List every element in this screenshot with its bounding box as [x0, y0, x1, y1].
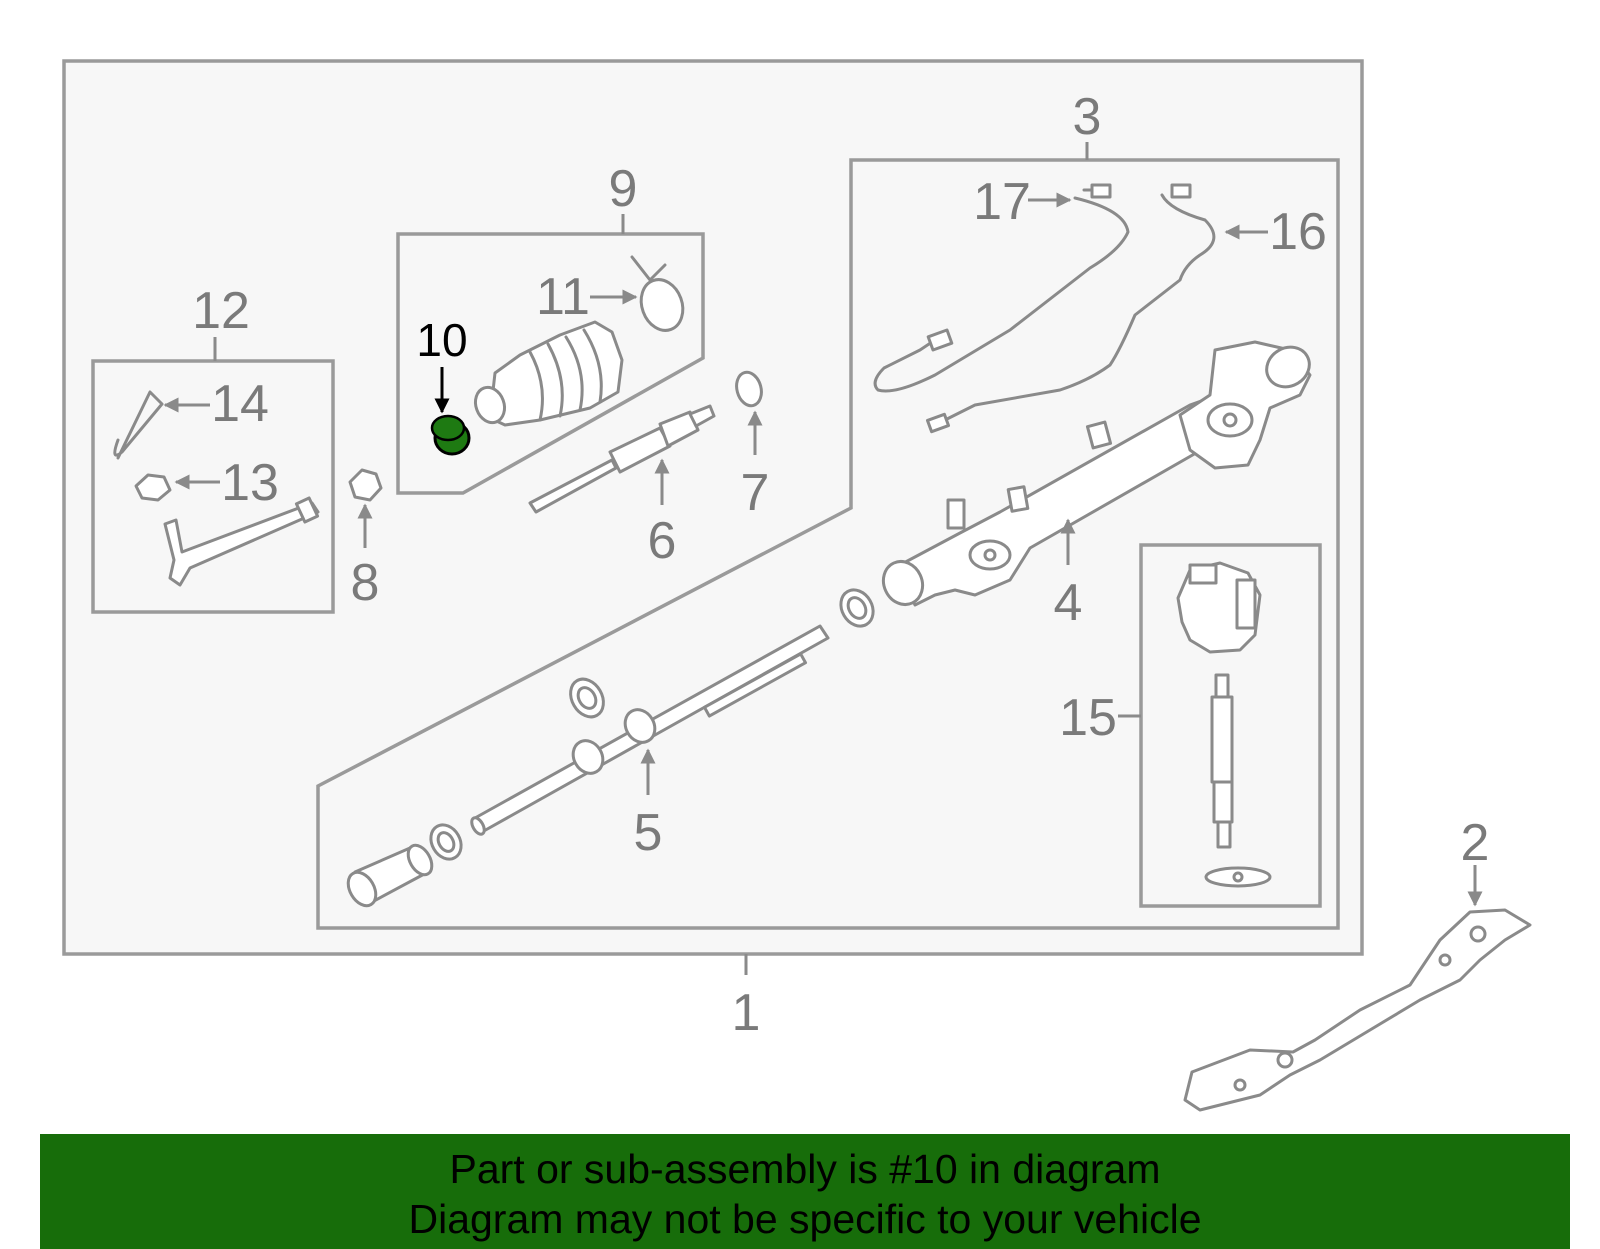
callout-10: 10: [416, 314, 467, 366]
callout-8: 8: [351, 554, 380, 612]
rack-seal-upper: [569, 677, 605, 719]
info-banner: Part or sub-assembly is #10 in diagram D…: [40, 1134, 1570, 1249]
rack-part: [470, 624, 830, 836]
callout-9: 9: [609, 160, 638, 218]
rack-seal-lower: [429, 823, 463, 861]
washer-part: [735, 370, 763, 408]
callout-17: 17: [973, 173, 1031, 231]
callout-13: 13: [221, 454, 279, 512]
banner-line-2: Diagram may not be specific to your vehi…: [408, 1196, 1202, 1242]
callout-16: 16: [1269, 203, 1327, 261]
assembly-panel: [62, 59, 1364, 956]
callout-7: 7: [741, 464, 770, 522]
subassembly-box-12: [91, 359, 335, 614]
callout-6: 6: [648, 512, 677, 570]
gear-housing-part: [881, 340, 1312, 607]
mounting-bracket-part: [1183, 908, 1532, 1112]
rack-seal-right: [839, 588, 875, 628]
callout-1: 1: [732, 984, 761, 1042]
callout-15: 15: [1059, 689, 1117, 747]
inner-tie-rod-part: [528, 404, 716, 514]
line-end-17: [926, 328, 954, 352]
line-fitting-16: [1170, 183, 1192, 199]
banner-line-1: Part or sub-assembly is #10 in diagram: [449, 1146, 1161, 1192]
callout-4: 4: [1054, 574, 1083, 632]
boot-clamp-part: [630, 255, 685, 332]
highlighted-part-10: [430, 414, 471, 456]
line-end-16: [925, 412, 951, 434]
callout-2: 2: [1461, 814, 1490, 872]
callout-11: 11: [536, 268, 590, 326]
tie-rod-end-part: [163, 496, 320, 587]
cotter-pin-part: [113, 390, 164, 460]
subassembly-box-15: [1139, 543, 1322, 908]
rack-bushing: [346, 843, 434, 908]
subassembly-box-9: [396, 232, 705, 495]
castle-nut-part: [134, 473, 172, 502]
rack-boot-part: [473, 320, 624, 427]
jam-nut-part: [348, 468, 383, 502]
return-line-16: [943, 193, 1216, 422]
pinion-valve-part: [1176, 561, 1272, 888]
line-fitting-17: [1090, 183, 1112, 199]
callout-5: 5: [634, 804, 663, 862]
callout-3: 3: [1073, 88, 1102, 146]
callout-14: 14: [211, 375, 269, 433]
subassembly-box-3: [316, 158, 1340, 930]
callout-12: 12: [192, 282, 250, 340]
